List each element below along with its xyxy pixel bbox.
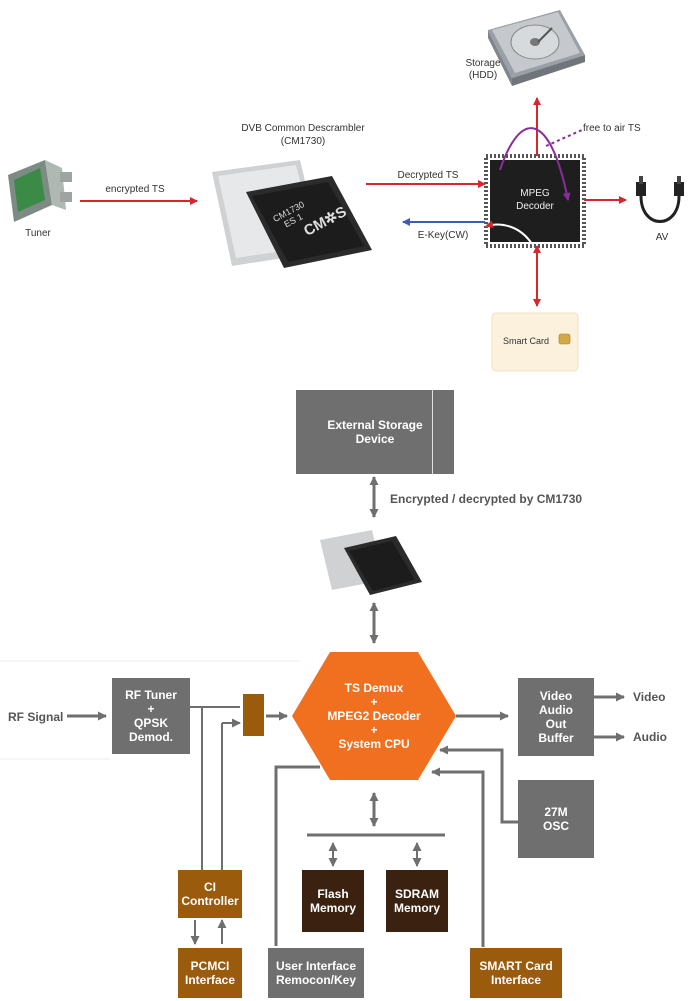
video-audio-buffer-box: Video Audio Out Buffer <box>518 678 594 756</box>
ts-demux-hexagon <box>292 652 456 780</box>
smart-card-interface-label: SMART Card Interface <box>479 959 553 987</box>
smartcard-demux-arrow <box>431 767 485 947</box>
storage-divider <box>432 390 433 474</box>
ci-controller-box: CI Controller <box>178 870 242 918</box>
rf-tuner-label: RF Tuner + QPSK Demod. <box>125 688 177 744</box>
osc-demux-arrow <box>439 745 518 824</box>
osc-box: 27M OSC <box>518 780 594 858</box>
flash-memory-box: Flash Memory <box>302 870 364 932</box>
free-to-air-curve <box>499 127 571 201</box>
av-label: AV <box>655 232 669 243</box>
free-to-air-dotted <box>545 129 583 147</box>
pcmci-interface-box: PCMCI Interface <box>178 948 242 998</box>
video-audio-buffer-label: Video Audio Out Buffer <box>538 689 574 745</box>
external-storage-label: External Storage Device <box>327 418 423 446</box>
cm1730-chip-icon <box>212 160 372 268</box>
osc-label: 27M OSC <box>542 805 569 833</box>
ui-demux-line <box>274 765 320 946</box>
ci-controller-label: CI Controller <box>181 880 239 908</box>
mux-block <box>243 694 264 736</box>
storage-label: Storage (HDD) <box>465 58 501 81</box>
user-interface-box: User Interface Remocon/Key <box>268 948 364 998</box>
video-out-label: Video <box>633 690 666 704</box>
flash-memory-label: Flash Memory <box>309 887 356 915</box>
hdd-icon <box>488 10 585 86</box>
encrypted-ts-label: encrypted TS <box>105 184 165 195</box>
encrypted-note: Encrypted / decrypted by CM1730 <box>390 492 583 506</box>
av-cable-icon <box>636 176 684 223</box>
ts-demux-box: TS Demux + MPEG2 Decoder + System CPU <box>316 678 432 754</box>
cm1730-chip-bottom-icon <box>320 530 422 595</box>
smart-card-icon <box>491 312 579 372</box>
smart-card-interface-box: SMART Card Interface <box>470 948 562 998</box>
user-interface-label: User Interface Remocon/Key <box>275 959 357 987</box>
descrambler-title: DVB Common Descrambler (CM1730) <box>241 123 365 147</box>
tuner-icon <box>8 160 72 222</box>
pcmci-interface-label: PCMCI Interface <box>184 959 236 987</box>
smartcard-inner-arrow <box>485 220 533 245</box>
rf-tuner-box: RF Tuner + QPSK Demod. <box>112 678 190 754</box>
ekey-label: E-Key(CW) <box>417 230 469 241</box>
ts-demux-label: TS Demux + MPEG2 Decoder + System CPU <box>327 681 421 751</box>
audio-out-label: Audio <box>633 730 667 744</box>
decrypted-ts-label: Decrypted TS <box>397 170 459 181</box>
free-to-air-label: free to air TS <box>583 123 641 134</box>
external-storage-box: External Storage Device <box>296 390 454 474</box>
sdram-memory-label: SDRAM Memory <box>393 887 440 915</box>
rf-signal-label: RF Signal <box>8 710 64 724</box>
tuner-label: Tuner <box>25 228 51 239</box>
mpeg-decoder-label: MPEG Decoder <box>516 188 554 212</box>
smart-card-label: Smart Card <box>502 336 549 346</box>
sdram-memory-box: SDRAM Memory <box>386 870 448 932</box>
